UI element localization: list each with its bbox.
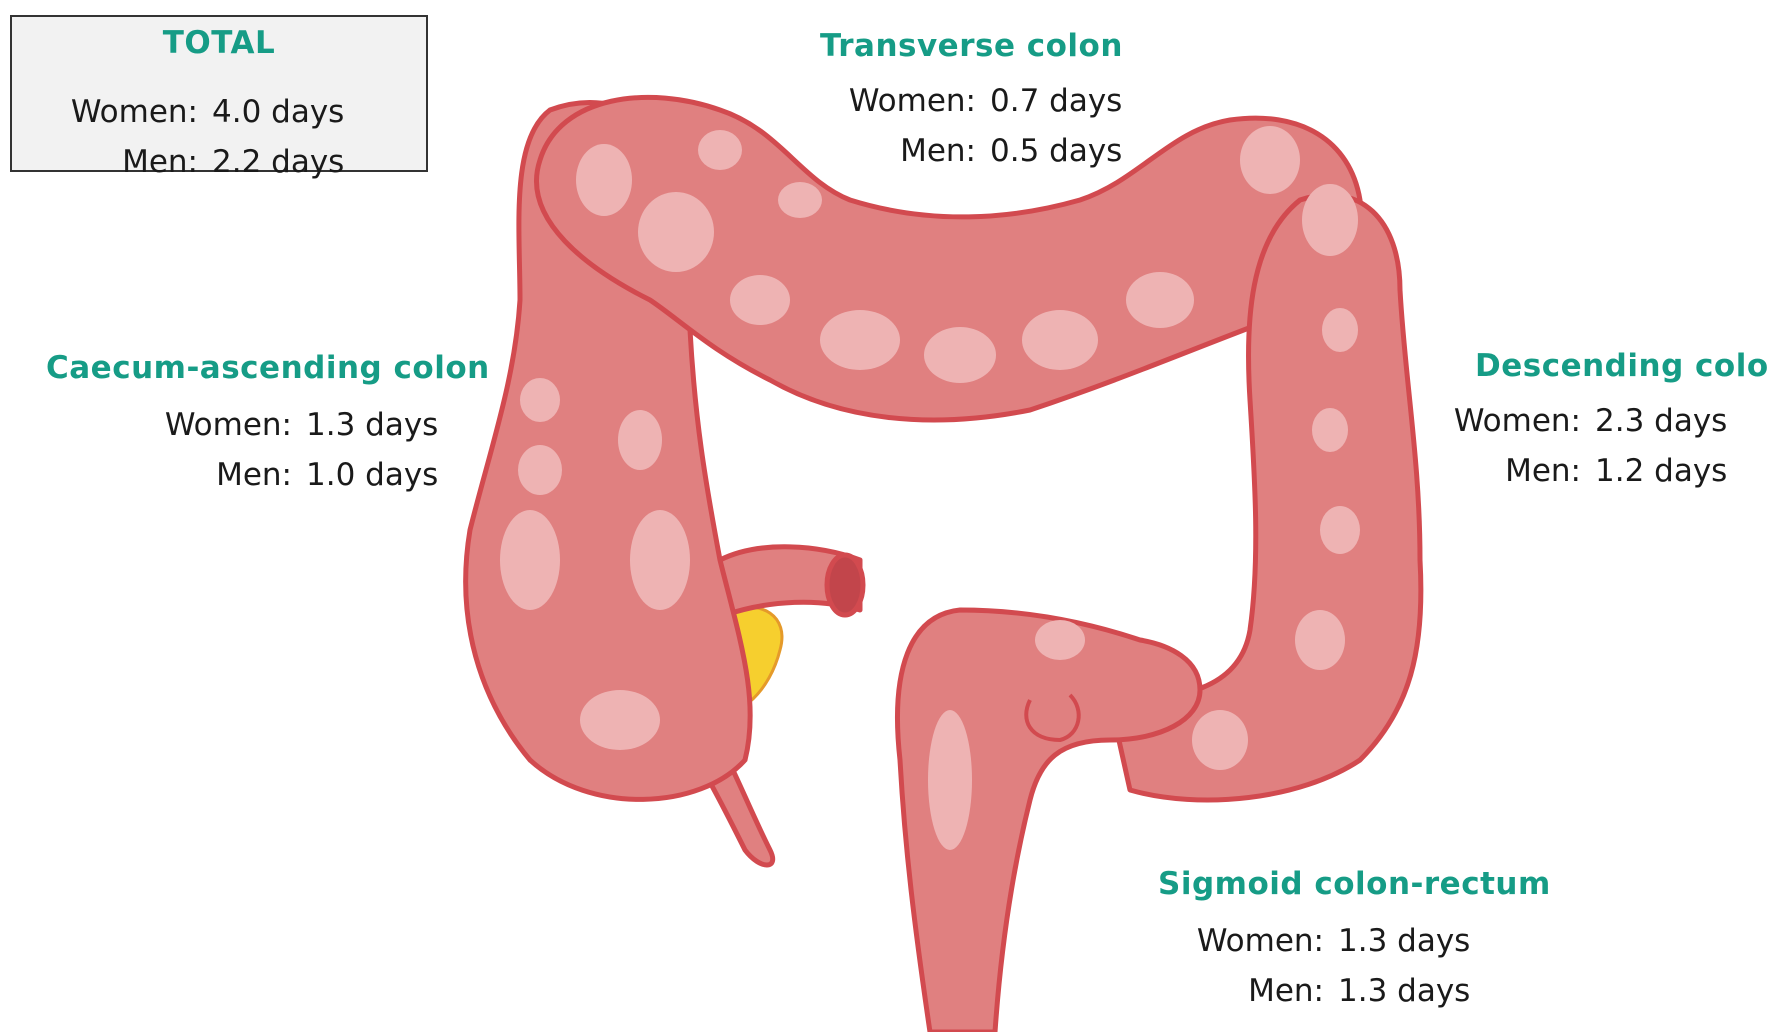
total-women-row: Women: 4.0 days [71, 87, 362, 137]
transverse-women-value: 0.7 days [976, 76, 1140, 126]
caecum-women-label: Women: [165, 400, 292, 450]
haustra-highlight [730, 275, 790, 325]
sigmoid-women-row: Women: 1.3 days [1158, 916, 1488, 966]
haustra-highlight [1192, 710, 1248, 770]
haustra-highlight [500, 510, 560, 610]
transverse-men-label: Men: [900, 126, 976, 176]
descending-colon-label: Descending colon Women: 2.3 days Men: 1.… [1475, 348, 1771, 384]
ileum-opening [827, 555, 863, 615]
total-women-label: Women: [71, 87, 198, 137]
haustra-highlight [928, 710, 972, 850]
sigmoid-men-label: Men: [1248, 966, 1324, 1016]
caecum-ascending-label: Caecum-ascending colon Women: 1.3 days M… [46, 350, 490, 386]
haustra-highlight [630, 510, 690, 610]
haustra-highlight [1035, 620, 1085, 660]
transverse-men-value: 0.5 days [976, 126, 1140, 176]
caecum-women-row: Women: 1.3 days [46, 400, 456, 450]
haustra-highlight [618, 410, 662, 470]
haustra-highlight [1240, 126, 1300, 194]
sigmoid-women-label: Women: [1197, 916, 1324, 966]
total-men-label: Men: [122, 137, 198, 187]
descending-men-value: 1.2 days [1581, 446, 1745, 496]
caecum-men-label: Men: [216, 450, 292, 500]
haustra-highlight [638, 192, 714, 272]
haustra-highlight [1312, 408, 1348, 452]
descending-women-value: 2.3 days [1581, 396, 1745, 446]
descending-men-label: Men: [1505, 446, 1581, 496]
total-women-value: 4.0 days [198, 87, 362, 137]
haustra-highlight [580, 690, 660, 750]
sigmoid-men-row: Men: 1.3 days [1158, 966, 1488, 1016]
caecum-women-value: 1.3 days [292, 400, 456, 450]
descending-women-row: Women: 2.3 days [1415, 396, 1745, 446]
descending-women-label: Women: [1454, 396, 1581, 446]
transverse-men-row: Men: 0.5 days [740, 126, 1140, 176]
haustra-highlight [576, 144, 632, 216]
haustra-highlight [520, 378, 560, 422]
haustra-highlight [1126, 272, 1194, 328]
haustra-highlight [698, 130, 742, 170]
descending-title: Descending colon [1475, 348, 1771, 384]
total-men-row: Men: 2.2 days [71, 137, 362, 187]
transverse-women-label: Women: [849, 76, 976, 126]
haustra-highlight [1320, 506, 1360, 554]
transverse-women-row: Women: 0.7 days [740, 76, 1140, 126]
sigmoid-women-value: 1.3 days [1324, 916, 1488, 966]
sigmoid-rectum-label: Sigmoid colon-rectum Women: 1.3 days Men… [1158, 866, 1551, 902]
haustra-highlight [518, 445, 562, 495]
total-title: TOTAL [12, 25, 426, 61]
haustra-highlight [1295, 610, 1345, 670]
haustra-highlight [924, 327, 996, 383]
sigmoid-title: Sigmoid colon-rectum [1158, 866, 1551, 902]
total-men-value: 2.2 days [198, 137, 362, 187]
caecum-title: Caecum-ascending colon [46, 350, 490, 386]
total-summary-box: TOTAL Women: 4.0 days Men: 2.2 days [10, 15, 428, 172]
haustra-highlight [778, 182, 822, 218]
caecum-men-row: Men: 1.0 days [46, 450, 456, 500]
total-rows: Women: 4.0 days Men: 2.2 days [71, 87, 362, 187]
haustra-highlight [1022, 310, 1098, 370]
transverse-title: Transverse colon [820, 28, 1123, 64]
descending-men-row: Men: 1.2 days [1415, 446, 1745, 496]
sigmoid-men-value: 1.3 days [1324, 966, 1488, 1016]
transverse-colon-label: Transverse colon Women: 0.7 days Men: 0.… [820, 28, 1123, 64]
caecum-men-value: 1.0 days [292, 450, 456, 500]
haustra-highlight [820, 310, 900, 370]
haustra-highlight [1302, 184, 1358, 256]
haustra-highlight [1322, 308, 1358, 352]
